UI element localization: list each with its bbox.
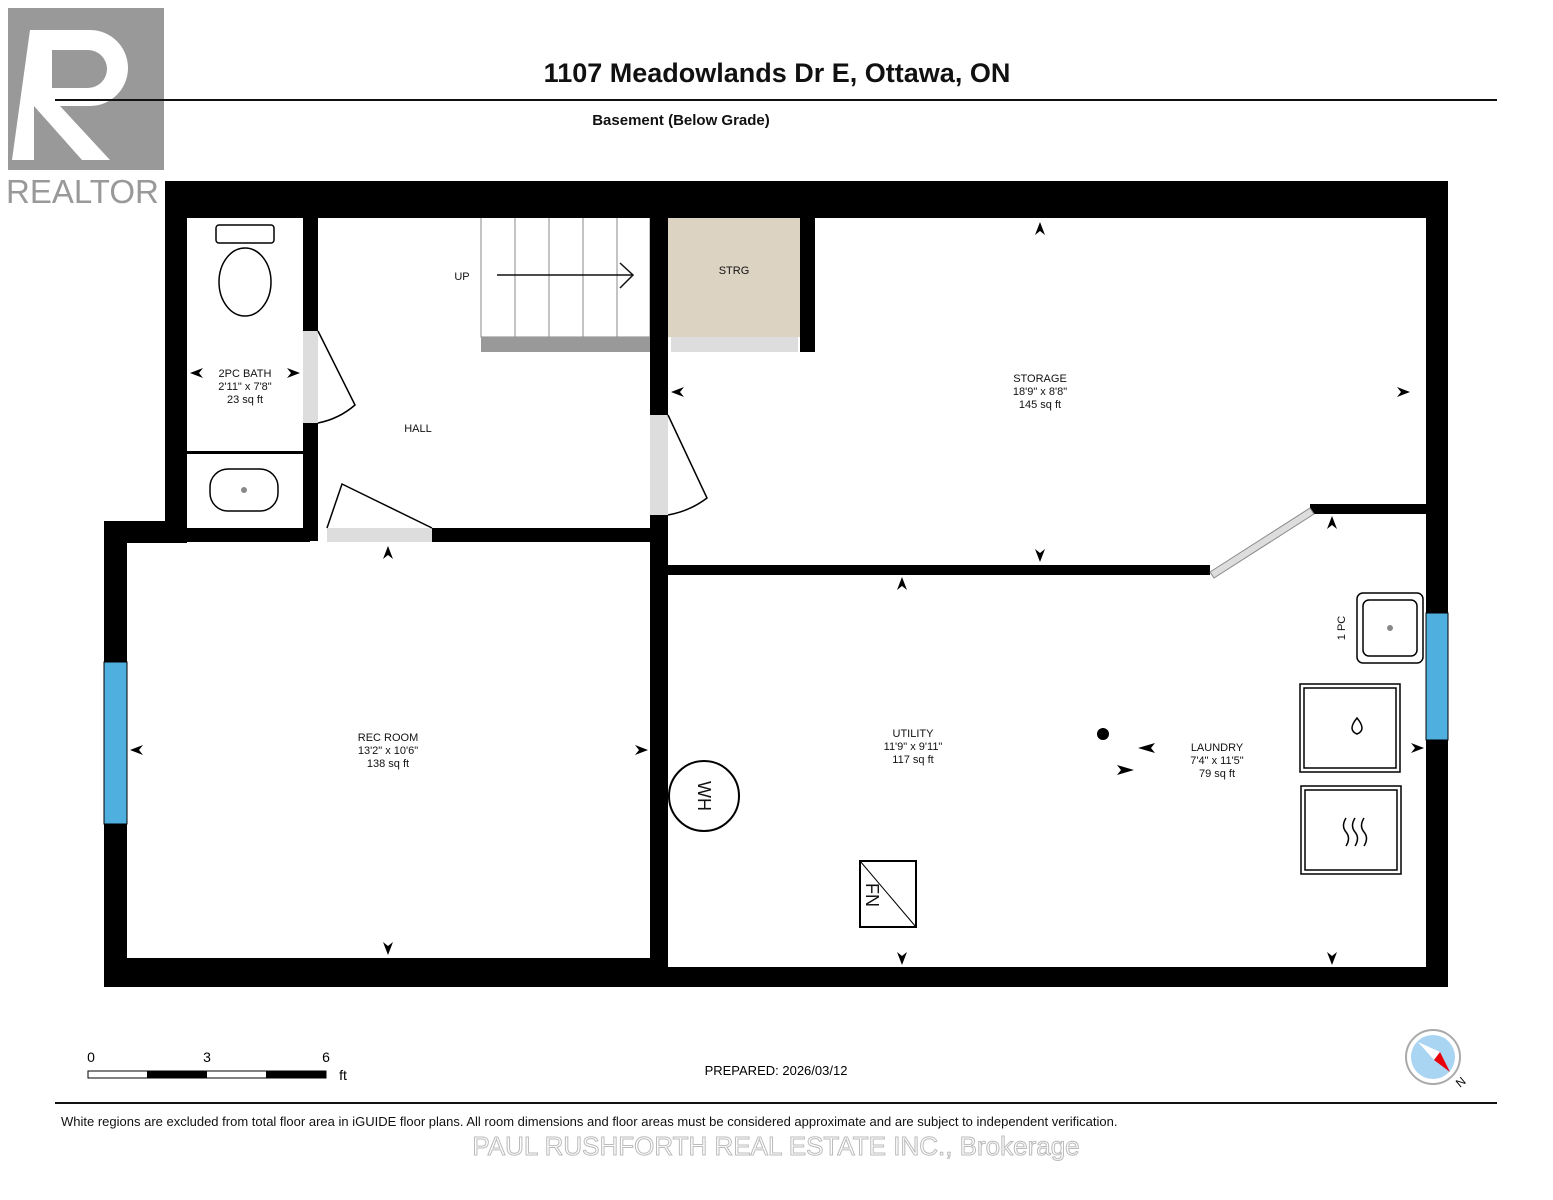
svg-text:ft: ft [339,1067,347,1083]
svg-text:REC ROOM: REC ROOM [358,732,419,744]
room-rec-room: REC ROOM 13'2" x 10'6" 138 sq ft [358,732,419,770]
svg-text:STORAGE: STORAGE [1013,373,1067,385]
svg-text:3: 3 [203,1049,211,1065]
room-laundry: LAUNDRY 7'4" x 11'5" 79 sq ft [1190,742,1244,780]
window-rec-room [103,661,128,825]
walls [104,181,1448,987]
realtor-logo: REALTOR [6,8,164,210]
prepared-date: PREPARED: 2026/03/12 [705,1063,848,1078]
brokerage-watermark: PAUL RUSHFORTH REAL ESTATE INC., Brokera… [472,1131,1079,1161]
svg-text:138 sq ft: 138 sq ft [367,758,409,770]
room-utility: UTILITY 11'9" x 9'11" 117 sq ft [884,728,943,766]
svg-text:145 sq ft: 145 sq ft [1019,399,1061,411]
laundry-sink-icon [1356,592,1424,664]
furnace-icon: FN [859,860,917,928]
scale-bar: 0 3 6 ft [87,1049,347,1083]
stairs-label: UP [454,271,469,283]
svg-text:FN: FN [862,883,882,907]
toilet-icon [215,224,275,317]
svg-text:0: 0 [87,1049,95,1065]
svg-text:WH: WH [694,781,714,811]
svg-text:2'11" x 7'8": 2'11" x 7'8" [218,381,271,393]
svg-text:11'9" x 9'11": 11'9" x 9'11" [884,741,943,753]
stairs [480,214,651,352]
bath-sink-icon [209,468,279,512]
disclaimer: White regions are excluded from total fl… [61,1114,1117,1129]
room-2pc-bath: 2PC BATH 2'11" x 7'8" 23 sq ft [218,368,271,406]
compass-icon: N [1405,1029,1469,1090]
room-strg: STRG [719,265,750,277]
svg-text:7'4" x 11'5": 7'4" x 11'5" [1190,755,1243,767]
dimension-arrows [130,222,1424,965]
window-laundry [1425,612,1449,741]
sink-label: 1 PC [1336,616,1348,641]
floor-label: Basement (Below Grade) [592,112,770,129]
water-heater-icon: WH [668,760,740,832]
washer-icon [1299,683,1401,773]
strg-closet [668,204,800,337]
dryer-icon [1300,785,1402,875]
svg-text:117 sq ft: 117 sq ft [892,754,933,766]
room-hall: HALL [404,423,432,435]
svg-text:18'9" x 8'8": 18'9" x 8'8" [1013,386,1067,398]
svg-text:UTILITY: UTILITY [893,728,935,740]
floor-drain-icon [1097,728,1109,740]
svg-text:23 sq ft: 23 sq ft [227,394,263,406]
svg-text:13'2" x 10'6": 13'2" x 10'6" [358,745,418,757]
doors[interactable] [303,330,1315,579]
svg-text:79 sq ft: 79 sq ft [1199,768,1235,780]
room-storage: STORAGE 18'9" x 8'8" 145 sq ft [1013,373,1067,411]
svg-text:LAUNDRY: LAUNDRY [1191,742,1244,754]
page-title: 1107 Meadowlands Dr E, Ottawa, ON [544,58,1011,88]
logo-text: REALTOR [6,173,159,210]
svg-text:6: 6 [322,1049,330,1065]
svg-text:2PC BATH: 2PC BATH [219,368,272,380]
svg-text:N: N [1453,1074,1469,1090]
